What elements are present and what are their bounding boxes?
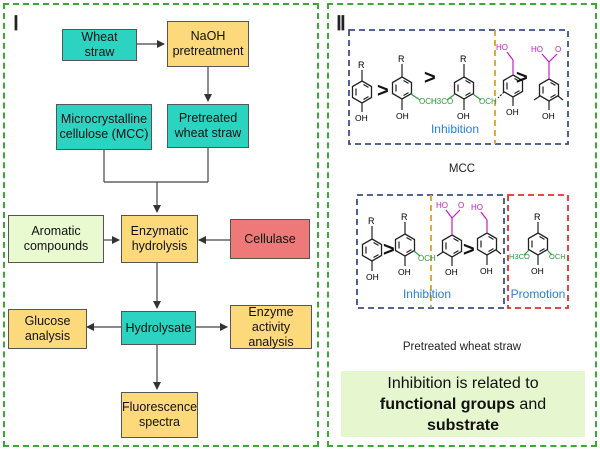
pws-molecules: R OH > R OH OCH HO O OH > HO OH <box>361 201 566 282</box>
svg-text:OH: OH <box>355 113 368 123</box>
box-enzymatic-hydrolysis: Enzymatic hydrolysis <box>121 215 198 263</box>
svg-text:R: R <box>358 60 365 70</box>
svg-text:O: O <box>458 201 464 210</box>
box-aromatic-compounds: Aromatic compounds <box>8 215 104 263</box>
svg-text:R: R <box>398 54 405 64</box>
svg-text:OH: OH <box>480 266 493 276</box>
panel-2-numeral: Ⅱ <box>336 13 346 35</box>
svg-text:O: O <box>555 45 561 54</box>
pretreated-caption: Pretreated wheat straw <box>402 341 522 353</box>
box-mcc: Microcrystalline cellulose (MCC) <box>56 104 152 150</box>
svg-text:OH: OH <box>542 111 555 121</box>
svg-text:H3CO: H3CO <box>431 97 453 106</box>
box-fluorescence-spectra: Fluorescence spectra <box>121 392 198 438</box>
svg-text:>: > <box>424 67 436 89</box>
pws-promotion-frame <box>507 194 569 309</box>
mcc-inhibition-label: Inhibition <box>431 122 479 136</box>
conclusion-banner: Inhibition is related to functional grou… <box>341 371 585 437</box>
svg-text:R: R <box>460 54 467 64</box>
svg-text:HO: HO <box>496 43 508 52</box>
svg-text:OH: OH <box>531 266 544 276</box>
svg-text:HO: HO <box>471 203 483 212</box>
svg-text:HO: HO <box>436 201 448 210</box>
box-pretreated-wheat-straw: Pretreated wheat straw <box>167 104 249 148</box>
svg-text:HO: HO <box>531 45 543 54</box>
pws-promotion-label: Promotion <box>511 287 566 301</box>
svg-text:OCH: OCH <box>419 97 437 106</box>
svg-text:R: R <box>368 216 375 226</box>
banner-text-2: and <box>514 395 547 413</box>
svg-text:OCH: OCH <box>418 254 436 263</box>
svg-text:OH: OH <box>457 111 470 121</box>
banner-bold-substrate: substrate <box>426 416 500 434</box>
mcc-inhibition-frame <box>348 29 569 145</box>
svg-text:OCH: OCH <box>479 97 497 106</box>
svg-text:>: > <box>516 67 528 89</box>
svg-text:OCH: OCH <box>549 252 566 261</box>
panel-mechanism <box>327 3 597 447</box>
box-naoh-pretreatment: NaOH pretreatment <box>167 21 249 67</box>
panel-workflow <box>3 3 319 447</box>
svg-text:R: R <box>534 212 541 222</box>
box-cellulase: Cellulase <box>230 219 310 259</box>
panel-1-numeral: Ⅰ <box>13 13 19 35</box>
svg-text:OH: OH <box>398 267 411 277</box>
box-wheat-straw: Wheat straw <box>62 29 137 61</box>
svg-text:R: R <box>401 212 408 222</box>
box-glucose-analysis: Glucose analysis <box>8 309 87 349</box>
mcc-molecules: R OH > R OH OCH > R OH H3CO OCH HO OH > <box>351 43 564 123</box>
svg-text:OH: OH <box>396 111 409 121</box>
svg-text:H3CO: H3CO <box>509 252 530 261</box>
banner-bold-functional: functional groups <box>379 395 515 413</box>
svg-text:>: > <box>463 239 475 261</box>
svg-text:OH: OH <box>366 272 379 282</box>
mcc-caption: MCC <box>448 163 476 175</box>
box-hydrolysate: Hydrolysate <box>121 311 196 345</box>
box-enzyme-activity-analysis: Enzyme activity analysis <box>230 305 312 349</box>
svg-text:OH: OH <box>506 107 519 117</box>
svg-text:>: > <box>383 239 395 261</box>
svg-text:OH: OH <box>445 267 458 277</box>
pws-inhibition-label: Inhibition <box>403 287 451 301</box>
banner-text-1: Inhibition is related to <box>387 374 539 392</box>
svg-text:>: > <box>377 80 389 102</box>
